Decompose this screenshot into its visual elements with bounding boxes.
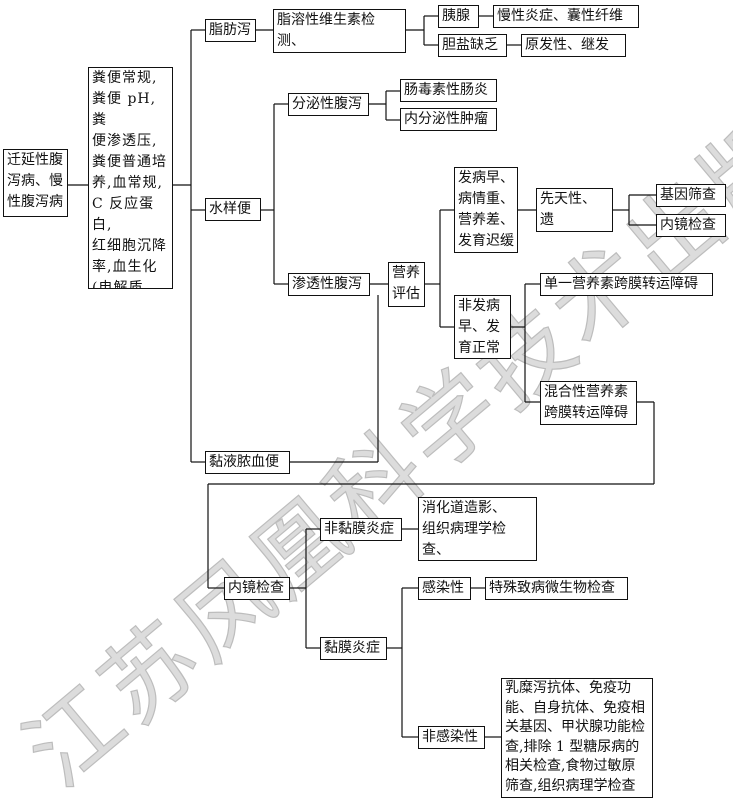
osmotic-node: 渗透性腹泻 [288,273,370,296]
congenital-node: 先天性、遗 传性疾病 [536,188,613,232]
endoscopy-a-node: 内镜检查 [656,214,726,237]
late-onset-node: 非发病 早、发 育正常 [454,295,511,359]
gene-screen-node: 基因筛查 [656,184,726,207]
non-mucosal-node: 非黏膜炎症 [320,518,402,541]
bile-node: 胆盐缺乏 [438,34,507,57]
secretory-node: 分泌性腹泻 [288,93,369,116]
toxin-node: 肠毒素性肠炎 [400,79,497,102]
non-mucosal-tests-node: 消化道造影、 组织病理学检查、 基因检查 [418,497,537,561]
non-inf-tests-node: 乳糜泻抗体、免疫功 能、自身抗体、免疫相 关基因、甲状腺功能检 查,排除 1 型… [501,678,653,798]
fat-tests-node: 脂溶性维生素检测、 氢呼气试验 [273,9,406,53]
exams-node: 粪便常规, 粪便 pH,粪 便渗透压, 粪便普通培 养,血常规, C 反应蛋白,… [88,67,173,289]
mucus-blood-node: 黏液脓血便 [205,451,290,474]
mixed-nutrient-node: 混合性营养素 跨膜转运障碍 [540,381,637,425]
early-onset-node: 发病早、 病情重、 营养差、 发育迟缓 [454,167,518,253]
mucosal-node: 黏膜炎症 [320,637,387,660]
nutrition-node: 营养 评估 [388,262,425,307]
endocrine-tumor-node: 内分泌性肿瘤 [400,108,497,131]
non-infectious-node: 非感染性 [418,726,485,749]
infectious-node: 感染性 [418,577,471,600]
pathogen-test-node: 特殊致病微生物检查 [485,577,628,600]
endoscopy-node: 内镜检查 [224,577,290,600]
watery-node: 水样便 [205,198,261,221]
single-nutrient-node: 单一营养素跨膜转运障碍 [540,273,713,296]
pancreas-node: 胰腺 [438,5,479,28]
fatty-node: 脂肪泻 [205,19,256,42]
bile-dx-node: 原发性、继发性 [521,34,626,57]
connector-lines [68,15,656,738]
root-node: 迁延性腹 泻病、慢 性腹泻病 [3,149,68,217]
pancreas-dx-node: 慢性炎症、囊性纤维化 [493,5,639,28]
